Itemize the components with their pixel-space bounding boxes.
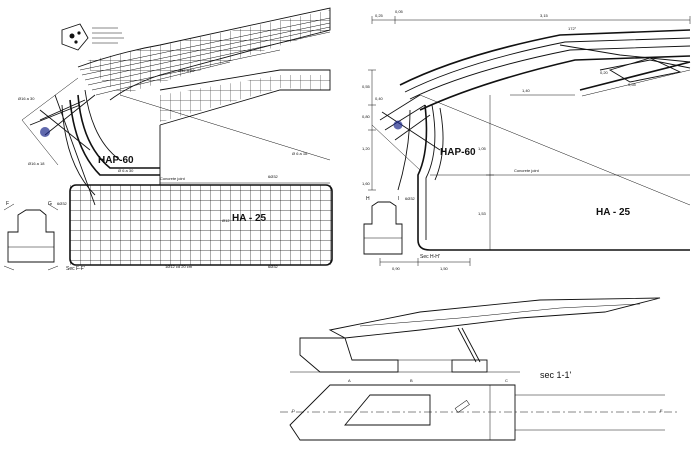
left-lower-grid [70,185,332,265]
left-curved-bars [61,89,160,196]
left-bar-b-label: Ø16 a 18 [28,161,45,166]
left-section-label: Sec F-F' [66,266,85,272]
bottom-roof [328,297,661,339]
right-ha-label: HA - 25 [596,207,631,218]
bottom-mark-d: D [292,408,295,413]
bottom-section-marks: A B C D E [292,378,663,413]
right-dim-055b: 0,55 [628,82,637,87]
right-mark-h: H [366,196,370,202]
right-hap-label: HAP-60 [440,147,476,158]
right-deck-curves [399,29,691,111]
right-dim-005: 0,05 [395,9,404,14]
bottom-strut-a [457,327,477,363]
left-deck-bars [79,17,331,96]
right-dim-160: 1,60 [362,181,371,186]
left-bar-a-label: Ø16 a 30 [18,96,35,101]
right-triangle-detail [608,57,682,83]
left-diag-line [119,94,331,161]
right-anchor-curves [397,104,690,251]
right-dim-080: 0,80 [362,114,371,119]
left-abutment-icon [7,209,55,263]
right-dim-040: 0,40 [375,96,384,101]
left-detail: HAP-60 HA - 25 Concrete joint Sec F-F' 1… [3,7,333,272]
right-anchor-node [393,120,403,130]
left-section-markers [3,203,59,271]
right-concrete-joint-label: Concrete joint [514,168,540,173]
bottom-strut-b [461,327,481,363]
bottom-plan-slot [454,399,470,413]
right-diag-line [419,94,691,206]
right-rebar-mark: 6Ø32 [405,196,416,201]
right-dim-025: 0,25 [375,13,384,18]
left-inner-grid [160,75,330,122]
left-lower-block [69,184,333,266]
left-anchor-node [40,127,50,137]
bottom-mark-a: A [348,378,351,383]
bottom-roof-inner [359,303,641,327]
bottom-mark-b: B [410,378,413,383]
left-bar-section-icon [61,23,89,51]
left-ref-a-label: Ø12 [222,218,230,223]
left-ref-b-label: Ø 6 a 30 [118,168,134,173]
left-bar-c-label: Ø12 a 20 [178,68,195,73]
right-dim-020: 0,20 [600,70,609,75]
right-dim-140: 1,40 [522,88,531,93]
right-dim-120: 1,20 [362,146,371,151]
right-dim-153: 1,53 [478,211,487,216]
left-rebar-mark-bottom: 6Ø32 [268,264,279,269]
right-section-label: Sec H-H' [420,254,440,260]
right-abutment-icon [363,201,403,255]
bottom-base-block [299,337,399,373]
right-dim-315: 3,15 [540,13,549,18]
left-bar-spacing-label: 1Ø12 cd 20 cm [165,264,193,269]
left-mark-g: G [48,201,52,207]
right-angle-label: 172° [568,26,577,31]
right-dim-105: 1,05 [478,146,487,151]
right-dim-090: 0,90 [392,266,401,271]
left-mark-f: F [6,201,9,207]
bottom-section-label: sec 1-1' [540,370,572,380]
left-ref-c-label: Ø 6 a 18 [292,151,308,156]
left-concrete-joint-label: Concrete joint [160,176,186,181]
bottom-plan-opening [344,394,431,426]
left-hap-label: HAP-60 [98,155,134,166]
left-ha-label: HA - 25 [232,213,267,224]
right-detail: HAP-60 HA - 25 Concrete joint Sec H-H' 0… [362,9,691,271]
left-legend-lines [92,27,124,44]
right-dim-150: 1,50 [440,266,449,271]
right-node-bars [371,94,441,171]
left-rebar-mark-side: 6Ø32 [57,201,68,206]
bottom-base-block-right [451,359,488,373]
left-rebar-mark-top: 6Ø32 [268,174,279,179]
right-mark-i: I [398,196,399,202]
right-vertical-dims [368,69,575,251]
bottom-plan-slab [289,384,516,441]
bottom-mark-c: C [505,378,508,383]
bottom-detail: sec 1-1' A B C D E [280,297,680,441]
bottom-mark-e: E [660,408,663,413]
right-dim-055: 0,55 [362,84,371,89]
